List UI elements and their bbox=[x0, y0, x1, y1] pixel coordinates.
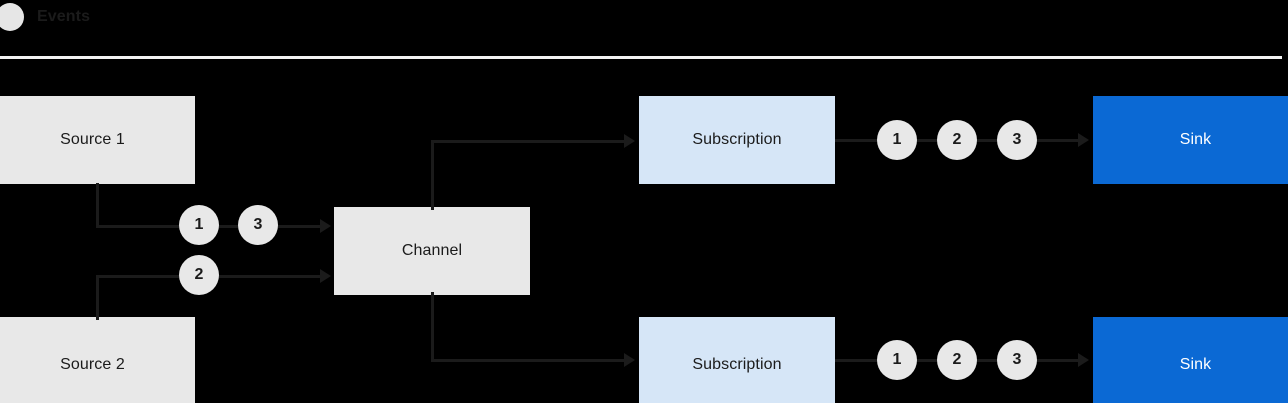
node-subscription-2[interactable]: Subscription bbox=[639, 317, 835, 403]
node-sink-1[interactable]: Sink bbox=[1093, 96, 1288, 184]
arrowhead-channel-to-subscription2 bbox=[624, 353, 635, 367]
connector-channel-to-subscription1 bbox=[431, 140, 627, 143]
event-circle-sub2-0[interactable]: 1 bbox=[877, 340, 917, 380]
connector-source1-down bbox=[96, 183, 99, 228]
legend-label: Events bbox=[37, 8, 91, 25]
header-divider bbox=[0, 56, 1282, 59]
legend: Events bbox=[0, 3, 90, 31]
connector-channel-down bbox=[431, 292, 434, 362]
arrowhead-subscription1-to-sink1 bbox=[1078, 133, 1089, 147]
arrowhead-source1-to-channel bbox=[320, 219, 331, 233]
node-channel[interactable]: Channel bbox=[334, 207, 530, 295]
arrowhead-source2-to-channel bbox=[320, 269, 331, 283]
event-circle-sub1-0[interactable]: 1 bbox=[877, 120, 917, 160]
connector-source2-up bbox=[96, 275, 99, 320]
node-source-1[interactable]: Source 1 bbox=[0, 96, 195, 184]
arrowhead-subscription2-to-sink2 bbox=[1078, 353, 1089, 367]
node-subscription-1[interactable]: Subscription bbox=[639, 96, 835, 184]
node-source-2[interactable]: Source 2 bbox=[0, 317, 195, 403]
event-circle-source2-0[interactable]: 2 bbox=[179, 255, 219, 295]
connector-channel-to-subscription2 bbox=[431, 359, 627, 362]
event-circle-sub2-1[interactable]: 2 bbox=[937, 340, 977, 380]
event-circle-icon bbox=[0, 3, 24, 31]
connector-channel-up bbox=[431, 140, 434, 210]
event-circle-sub1-1[interactable]: 2 bbox=[937, 120, 977, 160]
node-sink-2[interactable]: Sink bbox=[1093, 317, 1288, 403]
event-circle-sub1-2[interactable]: 3 bbox=[997, 120, 1037, 160]
event-circle-source1-0[interactable]: 1 bbox=[179, 205, 219, 245]
arrowhead-channel-to-subscription1 bbox=[624, 134, 635, 148]
event-circle-sub2-2[interactable]: 3 bbox=[997, 340, 1037, 380]
event-circle-source1-1[interactable]: 3 bbox=[238, 205, 278, 245]
